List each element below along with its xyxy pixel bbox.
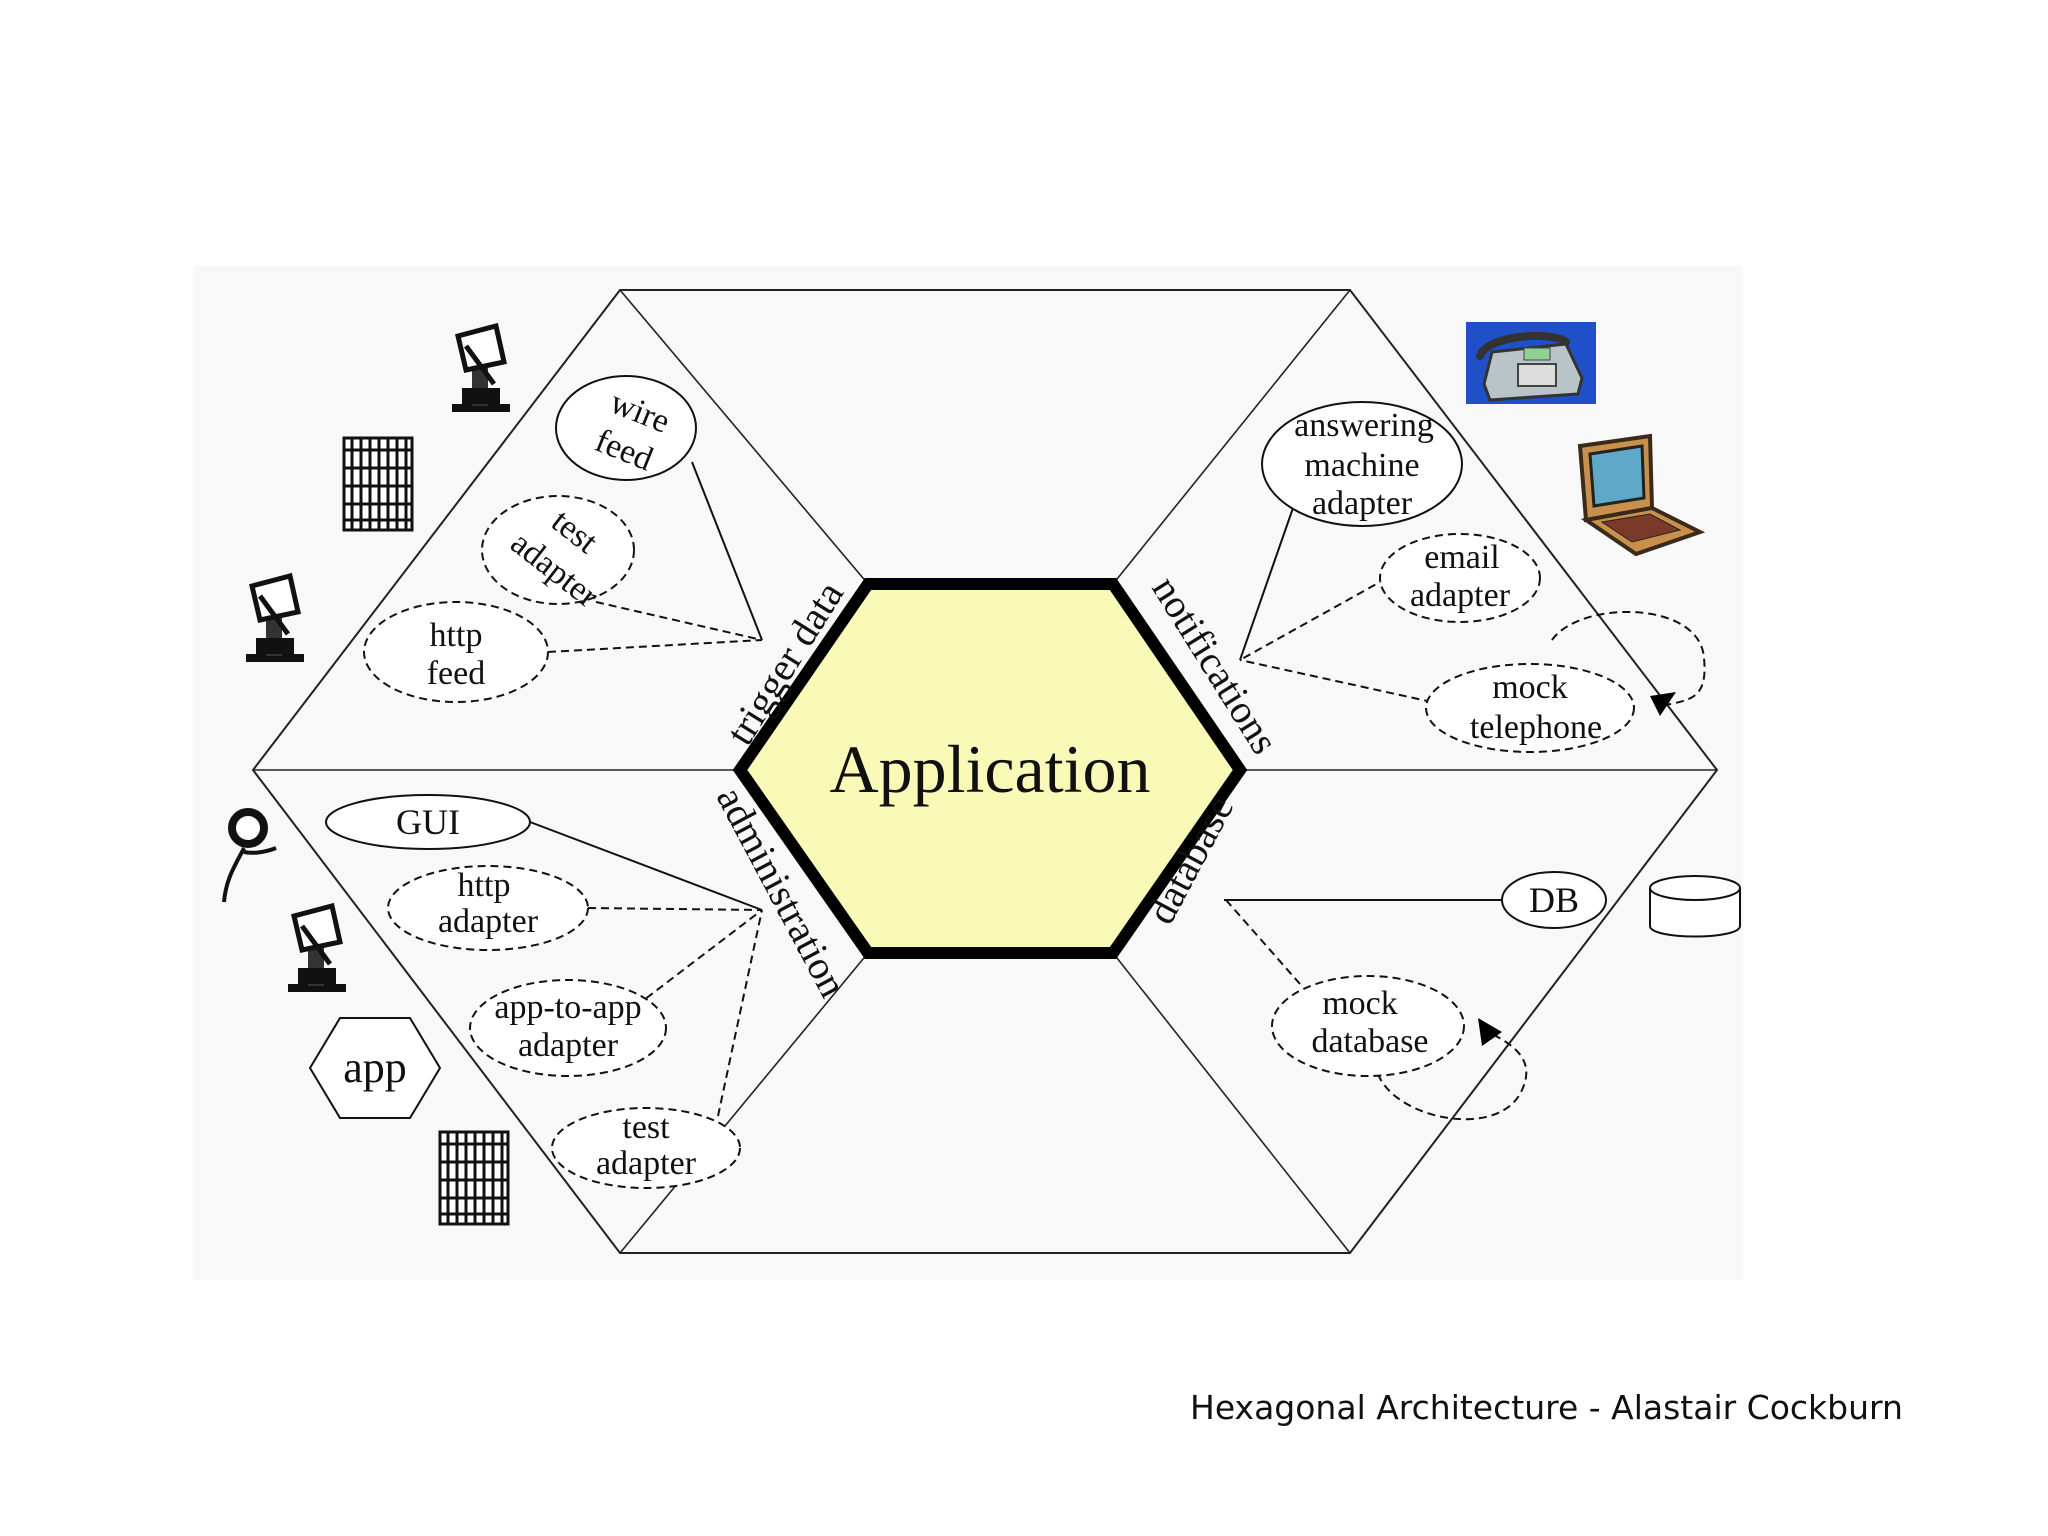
laptop-icon bbox=[1577, 433, 1706, 557]
adapter-http: http adapter bbox=[387, 865, 589, 951]
connector-email bbox=[1239, 571, 1399, 661]
svg-text:mock: mock bbox=[1322, 985, 1398, 1022]
svg-text:telephone: telephone bbox=[1470, 709, 1602, 746]
connector-mock-database bbox=[1225, 899, 1301, 985]
application-hexagon bbox=[732, 578, 1248, 959]
connector-app-to-app bbox=[635, 909, 763, 1007]
svg-text:answering: answering bbox=[1294, 407, 1434, 444]
connector-gui bbox=[529, 821, 763, 911]
connector-http-adapter bbox=[587, 907, 763, 911]
arrowhead-mock-database bbox=[1478, 1018, 1502, 1046]
phone-icon bbox=[1466, 322, 1596, 404]
svg-text:adapter: adapter bbox=[518, 1027, 619, 1064]
adapter-mock-telephone: mock telephone bbox=[1425, 663, 1635, 753]
svg-text:machine: machine bbox=[1304, 447, 1419, 484]
svg-text:http: http bbox=[430, 617, 483, 654]
connector-answering bbox=[1239, 507, 1294, 661]
application-label: Application bbox=[829, 731, 1150, 807]
app-hexagon-label: app bbox=[343, 1043, 407, 1092]
adapter-email: email adapter bbox=[1379, 533, 1541, 623]
adapter-test-bottom: test adapter bbox=[551, 1107, 741, 1189]
slide-caption: Hexagonal Architecture - Alastair Cockbu… bbox=[1190, 1388, 1903, 1427]
svg-text:mock: mock bbox=[1492, 669, 1568, 706]
svg-text:adapter: adapter bbox=[1312, 485, 1413, 522]
svg-text:database: database bbox=[1311, 1023, 1428, 1060]
connector-test-bottom bbox=[717, 909, 763, 1117]
svg-text:app-to-app: app-to-app bbox=[494, 989, 641, 1026]
connector-wire-feed bbox=[691, 461, 763, 641]
svg-text:test: test bbox=[622, 1109, 670, 1146]
person-icon bbox=[222, 808, 277, 903]
antenna-icon bbox=[452, 322, 510, 412]
grid-icon bbox=[438, 1130, 510, 1226]
svg-text:feed: feed bbox=[427, 655, 486, 692]
divider-top-right bbox=[1112, 289, 1351, 585]
svg-text:adapter: adapter bbox=[438, 903, 539, 940]
adapter-test-top: test adapter bbox=[481, 495, 635, 616]
svg-text:GUI: GUI bbox=[396, 802, 460, 842]
adapter-http-feed: http feed bbox=[363, 601, 549, 703]
adapter-mock-database: mock database bbox=[1271, 975, 1465, 1077]
app-hexagon-icon: app bbox=[308, 1017, 442, 1119]
adapter-gui: GUI bbox=[325, 794, 531, 850]
adapter-wire-feed: wire feed bbox=[555, 375, 697, 481]
svg-text:DB: DB bbox=[1529, 880, 1579, 920]
loop-mock-database bbox=[1377, 1033, 1528, 1121]
divider-bottom-left bbox=[619, 952, 869, 1254]
arrowhead-mock-telephone bbox=[1650, 692, 1676, 716]
grid-icon bbox=[342, 436, 414, 532]
antenna-icon bbox=[246, 572, 304, 662]
connector-test-top bbox=[595, 601, 763, 641]
svg-text:adapter: adapter bbox=[596, 1145, 697, 1182]
divider-top-left bbox=[619, 289, 869, 585]
svg-text:http: http bbox=[458, 867, 511, 904]
adapter-db: DB bbox=[1501, 871, 1607, 929]
svg-text:adapter: adapter bbox=[1410, 577, 1511, 614]
database-cylinder-icon bbox=[1649, 875, 1741, 938]
connector-http-feed bbox=[547, 639, 763, 653]
connector-mock-telephone bbox=[1239, 659, 1433, 703]
adapter-answering-machine: answering machine adapter bbox=[1261, 401, 1463, 527]
svg-text:email: email bbox=[1424, 539, 1500, 576]
adapter-app-to-app: app-to-app adapter bbox=[469, 979, 667, 1077]
divider-bottom-right bbox=[1112, 952, 1351, 1254]
antenna-icon bbox=[288, 902, 346, 992]
loop-mock-telephone bbox=[1551, 610, 1706, 707]
